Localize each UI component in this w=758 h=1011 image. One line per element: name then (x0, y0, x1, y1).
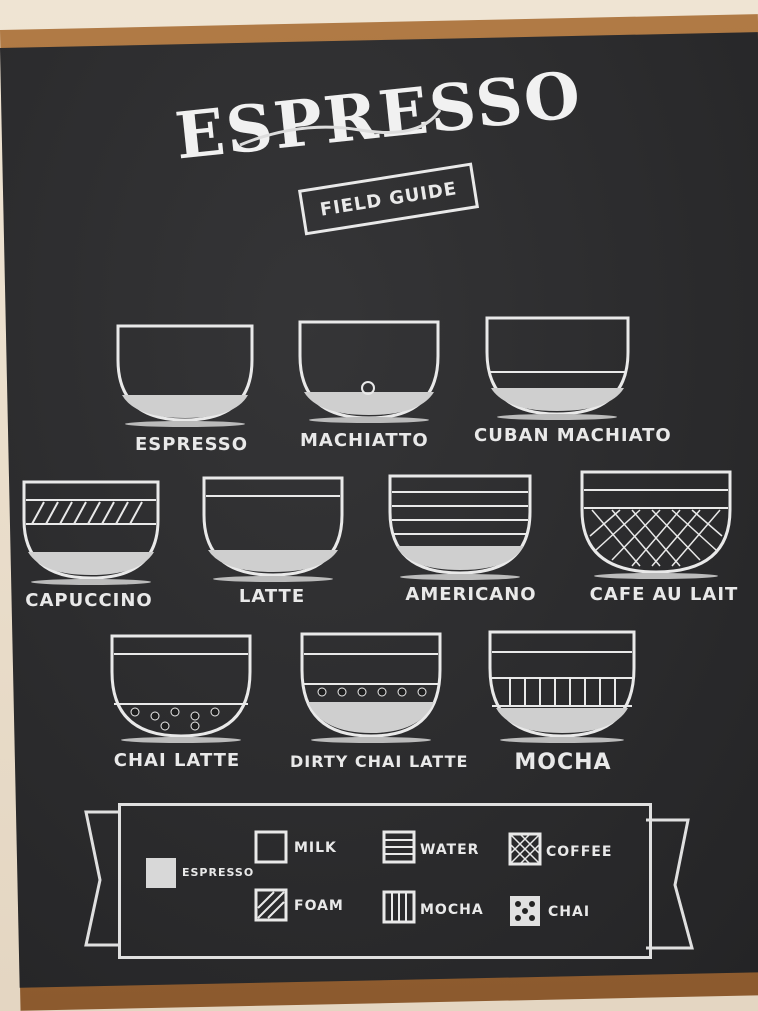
drink-label-espresso: ESPRESSO (135, 434, 249, 455)
foam-swatch-icon (254, 888, 288, 922)
legend-box (118, 803, 652, 959)
milk-swatch-icon (254, 830, 288, 864)
mocha-swatch-icon (382, 890, 416, 924)
drink-label-cafe-au-lait: CAFE AU LAIT (589, 584, 739, 605)
water-swatch-icon (382, 830, 416, 864)
chai-swatch-icon (510, 896, 540, 926)
cup-capuccino (22, 480, 160, 585)
flourish-icon (239, 109, 442, 147)
cup-machiatto (298, 320, 440, 423)
drink-label-americano: AMERICANO (405, 584, 537, 605)
legend-milk: MILK (294, 840, 337, 856)
cup-dirty-chai-latte (300, 632, 442, 743)
legend-espresso: ESPRESSO (182, 866, 255, 879)
drink-label-machiatto: MACHIATTO (300, 430, 429, 451)
drink-label-latte: LATTE (238, 586, 306, 607)
drink-label-chai-latte: CHAI LATTE (113, 750, 241, 771)
cup-latte (202, 476, 344, 582)
cup-chai-latte (110, 634, 252, 743)
legend-mocha: MOCHA (420, 902, 484, 918)
cup-cafe-au-lait (580, 470, 732, 579)
drink-label-dirty-chai-latte: DIRTY CHAI LATTE (290, 752, 469, 771)
cup-mocha (488, 630, 636, 743)
legend-chai: CHAI (548, 904, 591, 920)
drink-label-capuccino: CAPUCCINO (25, 590, 153, 611)
drink-label-cuban-machiato: CUBAN MACHIATO (474, 425, 672, 446)
espresso-swatch-icon (146, 858, 176, 888)
legend-water: WATER (420, 842, 480, 858)
drink-label-mocha: MOCHA (514, 750, 612, 775)
legend-coffee: COFFEE (546, 844, 613, 860)
cup-americano (388, 474, 532, 580)
cup-cuban-machiato (485, 316, 630, 420)
legend-foam: FOAM (294, 898, 344, 914)
coffee-swatch-icon (508, 832, 542, 866)
cup-espresso (116, 324, 254, 427)
